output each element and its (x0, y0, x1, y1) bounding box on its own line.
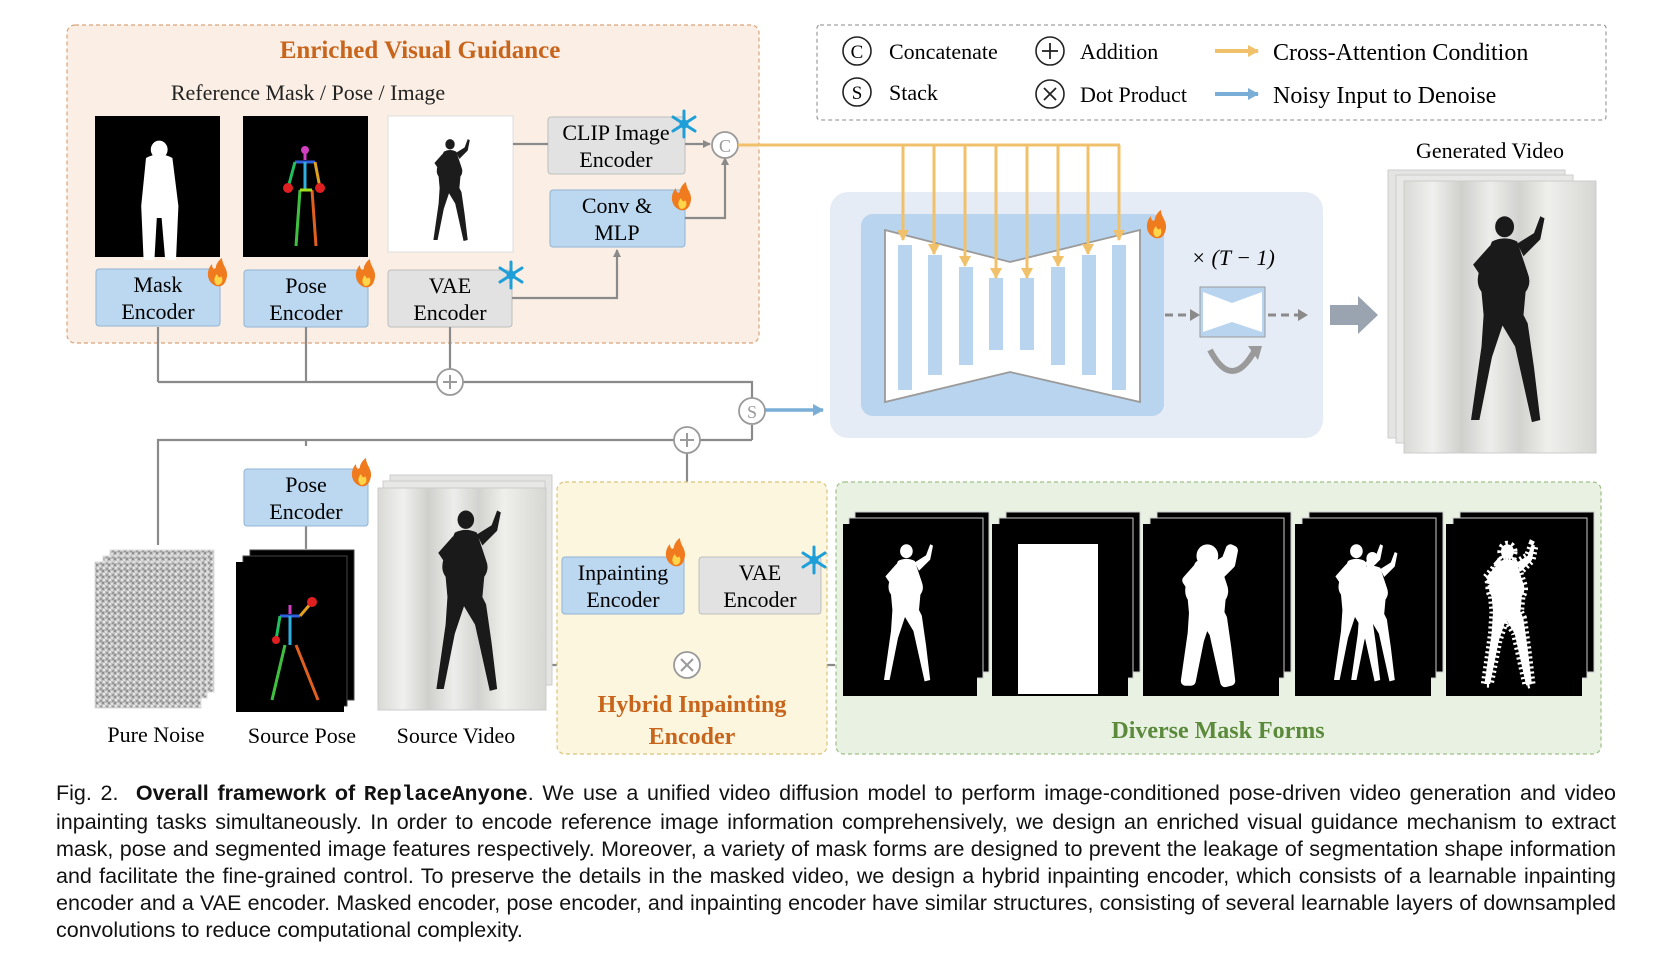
legend-concatenate-icon: C (842, 36, 872, 66)
generated-video-label: Generated Video (1416, 138, 1564, 163)
svg-text:Encoder: Encoder (579, 147, 653, 172)
svg-text:Mask: Mask (134, 272, 183, 297)
fire-icon (665, 538, 686, 567)
guidance-title: Enriched Visual Guidance (280, 37, 561, 64)
svg-text:CLIP Image: CLIP Image (562, 120, 669, 145)
legend-addition-icon (1035, 36, 1065, 66)
snowflake-icon (498, 260, 524, 290)
svg-text:MLP: MLP (594, 220, 639, 245)
svg-text:C: C (719, 136, 731, 156)
svg-text:Conv &: Conv & (582, 193, 652, 218)
cross-attention-arrows (738, 143, 1125, 279)
mask-form-box (992, 511, 1141, 696)
mask-form-irregular (1446, 511, 1595, 696)
unet-layers (898, 245, 1126, 390)
svg-text:Encoder: Encoder (586, 587, 660, 612)
pure-noise-label: Pure Noise (107, 722, 204, 747)
svg-text:Encoder: Encoder (121, 299, 195, 324)
guidance-subtitle: Reference Mask / Pose / Image (171, 80, 445, 105)
fire-icon (351, 458, 372, 487)
clip-image-encoder: CLIP Image Encoder (547, 116, 686, 175)
fire-icon (671, 182, 692, 211)
hybrid-panel (556, 481, 828, 755)
mask-encoder: Mask Encoder (95, 268, 221, 327)
legend-cross-attention-label: Cross-Attention Condition (1273, 40, 1528, 66)
dot-product-node (673, 651, 701, 679)
svg-text:VAE: VAE (429, 273, 471, 298)
mini-unet (1199, 286, 1266, 338)
generated-video-frames (1387, 169, 1597, 454)
stack-node: S (738, 397, 766, 425)
addition-node-top (436, 368, 464, 396)
hybrid-title-line1: Hybrid Inpainting (598, 692, 787, 718)
reference-pose-image (243, 116, 368, 257)
addition-node-bottom (673, 426, 701, 454)
fire-icon (207, 258, 228, 287)
svg-text:Encoder: Encoder (269, 300, 343, 325)
pose-encoder-bottom: Pose Encoder (243, 468, 369, 527)
vae-encoder-top: VAE Encoder (387, 269, 513, 328)
svg-text:Encoder: Encoder (413, 300, 487, 325)
svg-text:VAE: VAE (739, 560, 781, 585)
caption-bold-prefix: Overall framework of (135, 781, 356, 805)
caption-fig-number: Fig. 2. (56, 781, 119, 805)
svg-text:Pose: Pose (285, 273, 327, 298)
snowflake-icon (801, 545, 827, 575)
snowflake-icon (671, 109, 697, 139)
svg-text:S: S (747, 402, 757, 422)
iteration-label: × (T − 1) (1191, 245, 1275, 270)
svg-text:Encoder: Encoder (269, 499, 343, 524)
svg-text:S: S (852, 83, 863, 104)
hybrid-title-line2: Encoder (649, 724, 736, 750)
source-video-label: Source Video (397, 723, 516, 748)
caption-text: . We use a unified video diffusion model… (56, 781, 1616, 942)
source-pose-frames (236, 549, 355, 712)
legend-stack-label: Stack (889, 80, 938, 105)
svg-text:C: C (851, 42, 864, 63)
concatenate-node: C (711, 131, 739, 159)
mask-form-dilated (1143, 511, 1292, 696)
fire-icon (1146, 210, 1167, 239)
mask-form-merged (1295, 511, 1444, 696)
source-pose-label: Source Pose (248, 723, 356, 748)
fire-icon (355, 259, 376, 288)
reference-image (387, 115, 514, 253)
source-video-frames (377, 474, 553, 711)
legend-stack-icon: S (842, 77, 872, 107)
legend-dot-product-icon (1035, 79, 1065, 109)
svg-text:Pose: Pose (285, 472, 327, 497)
loop-arrow (1207, 348, 1258, 374)
mask-forms-title: Diverse Mask Forms (1111, 718, 1324, 744)
caption-code: ReplaceAnyone (363, 784, 528, 807)
unet-shape (884, 228, 1141, 404)
mask-form-silhouette (843, 511, 990, 696)
svg-text:Inpainting: Inpainting (578, 560, 668, 585)
vae-encoder-bottom: VAE Encoder (698, 556, 822, 615)
svg-text:Encoder: Encoder (723, 587, 797, 612)
conv-mlp: Conv & MLP (549, 189, 686, 248)
legend-concatenate-label: Concatenate (889, 39, 998, 64)
pose-encoder-top: Pose Encoder (243, 269, 369, 328)
legend-dot-product-label: Dot Product (1080, 82, 1187, 107)
legend-addition-label: Addition (1080, 39, 1158, 64)
reference-mask-image (95, 116, 220, 260)
inpainting-encoder: Inpainting Encoder (561, 556, 685, 615)
figure-caption: Fig. 2. Overall framework of ReplaceAnyo… (56, 780, 1616, 944)
legend-noisy-input-label: Noisy Input to Denoise (1273, 83, 1496, 109)
pure-noise-frames (94, 549, 215, 709)
output-arrow (1330, 296, 1378, 334)
legend-box (816, 24, 1607, 121)
